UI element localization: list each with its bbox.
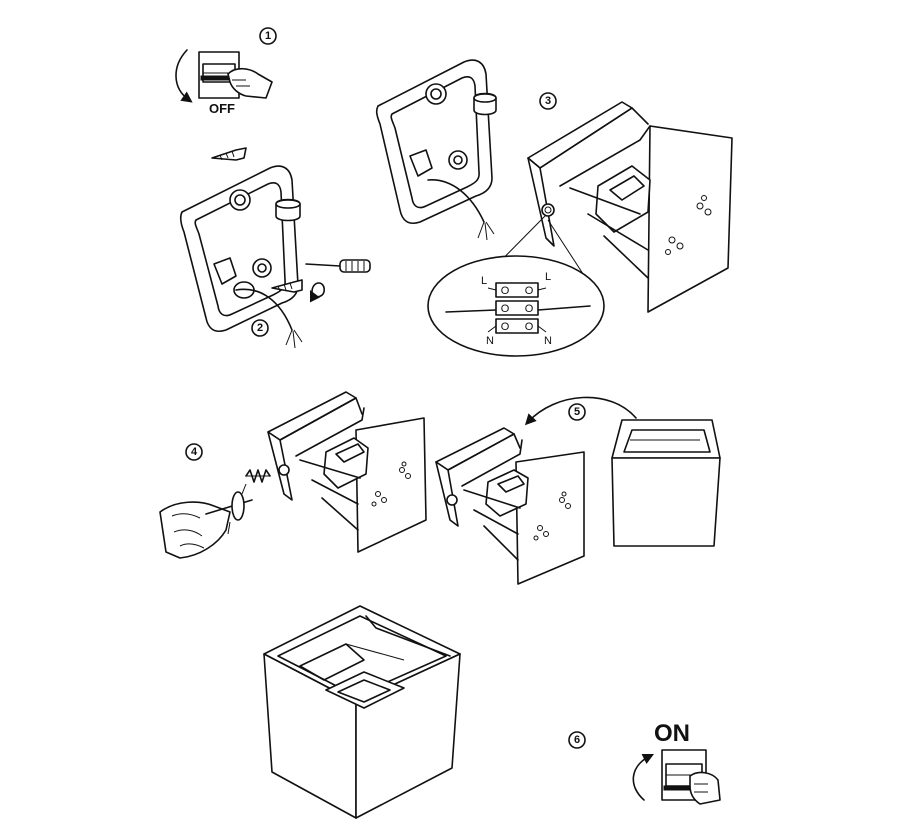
step-3-marker bbox=[539, 92, 557, 110]
mounting-plate-icon bbox=[375, 59, 497, 225]
step-3-wiring: 3 bbox=[375, 59, 733, 357]
wire-label-l-left: L bbox=[481, 275, 487, 287]
terminal-hole: O bbox=[525, 321, 534, 333]
screw-icon bbox=[211, 147, 247, 161]
terminal-hole: O bbox=[525, 303, 534, 315]
wire-label-n-right: N bbox=[544, 335, 552, 347]
wall-lamp-base-icon bbox=[435, 427, 585, 585]
hand-pressing-switch-icon bbox=[689, 771, 721, 805]
mounting-plate-icon bbox=[179, 165, 301, 333]
step-6-marker bbox=[568, 731, 586, 749]
spring-icon bbox=[245, 469, 271, 483]
step-5-number: 5 bbox=[574, 406, 580, 418]
terminal-detail: O O O O O O L L N N bbox=[427, 255, 605, 357]
hand-with-screwdriver-icon bbox=[159, 483, 253, 559]
terminal-hole: O bbox=[501, 285, 510, 297]
step-6-number: 6 bbox=[574, 734, 580, 746]
terminal-block-icon: O O O O O O bbox=[495, 282, 539, 334]
terminal-hole: O bbox=[501, 321, 510, 333]
step-3-number: 3 bbox=[545, 95, 551, 107]
step-5-marker bbox=[568, 403, 586, 421]
step-6-switch-on: 6 ON bbox=[568, 720, 721, 805]
rotate-arrow-icon bbox=[632, 753, 655, 801]
switch-off-label: OFF bbox=[209, 101, 235, 116]
terminal-hole: O bbox=[501, 303, 510, 315]
wire-label-l-right: L bbox=[545, 271, 551, 283]
terminal-hole: O bbox=[525, 285, 534, 297]
step-2-number: 2 bbox=[257, 322, 263, 334]
step-4-number: 4 bbox=[191, 446, 198, 458]
step-2-mount-plate: 2 bbox=[179, 147, 371, 349]
screw-icon bbox=[271, 279, 303, 293]
step-1-switch-off: OFF 1 bbox=[175, 27, 277, 116]
switch-on-label: ON bbox=[654, 720, 690, 747]
lamp-cover-icon bbox=[611, 419, 721, 547]
wall-lamp-base-icon bbox=[527, 101, 733, 313]
assembled-cube-lamp-icon bbox=[263, 605, 461, 819]
rotate-arrow-icon bbox=[309, 282, 325, 303]
step-4-fix-screw: 4 bbox=[159, 391, 427, 559]
screwdriver-icon bbox=[305, 259, 371, 273]
move-arrow-icon bbox=[524, 396, 637, 426]
rotate-arrow-icon bbox=[175, 49, 193, 103]
wall-lamp-base-icon bbox=[267, 391, 427, 553]
power-cable-icon bbox=[235, 288, 303, 349]
step-4-marker bbox=[185, 443, 203, 461]
wire-label-n-left: N bbox=[486, 335, 494, 347]
power-cable-icon bbox=[427, 179, 495, 241]
hand-pressing-switch-icon bbox=[227, 67, 273, 99]
step-1-number: 1 bbox=[265, 30, 271, 42]
step-5-place-cover: 5 bbox=[435, 396, 721, 585]
step-1-marker bbox=[259, 27, 277, 45]
step-2-marker bbox=[251, 319, 269, 337]
